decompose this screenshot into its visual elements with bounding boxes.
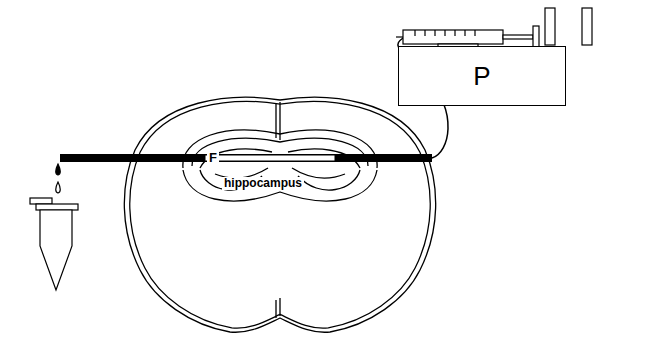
- probe-shaft: [60, 154, 432, 162]
- brain-inner-outline: [130, 101, 430, 328]
- corpus-callosum: [183, 130, 377, 168]
- brain-outline: [124, 97, 435, 332]
- part-letter: F: [207, 151, 219, 165]
- pump-letter: P: [473, 61, 490, 92]
- syringe: [396, 8, 592, 49]
- pump-box: P: [398, 46, 566, 106]
- dialysis-membrane: [205, 155, 335, 161]
- region-label: hippocampus: [222, 177, 304, 190]
- collection-tube: [30, 164, 78, 290]
